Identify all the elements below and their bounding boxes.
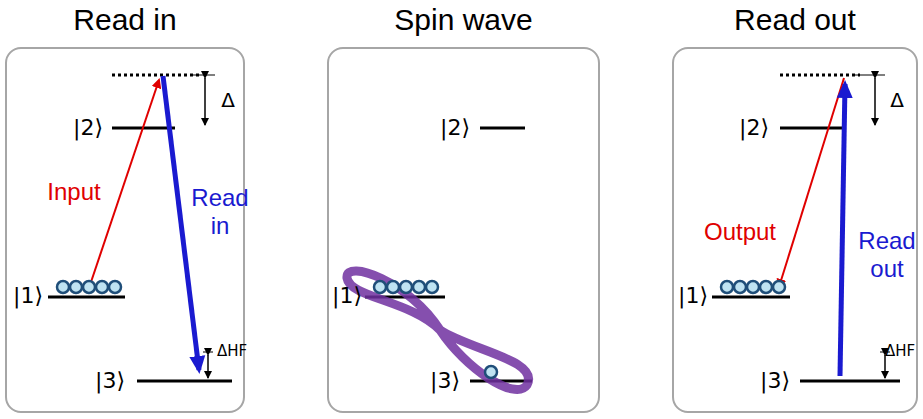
panel-frame xyxy=(327,47,600,413)
atom-circles xyxy=(374,281,497,378)
panel: Spin wave xyxy=(327,2,600,413)
state-label: |3⟩ xyxy=(95,368,125,393)
state-label: |1⟩ xyxy=(13,283,43,308)
panel-heading: Read in xyxy=(5,2,245,38)
hyperfine-label: ΔHF xyxy=(217,343,247,360)
state-label: |1⟩ xyxy=(332,283,362,308)
state-label: |2⟩ xyxy=(73,115,103,140)
output-label: Output xyxy=(704,218,776,246)
state-label: |2⟩ xyxy=(739,115,769,140)
control-label: Read in xyxy=(190,184,250,239)
panel: Read out xyxy=(672,2,918,413)
atom-circles xyxy=(57,281,121,293)
hyperfine-label: ΔHF xyxy=(885,343,915,360)
panel-frame xyxy=(5,47,245,413)
state-label: |1⟩ xyxy=(678,283,708,308)
spin-wave-levels xyxy=(347,128,532,389)
control-label: Read out xyxy=(857,227,917,282)
detuning-label: Δ xyxy=(890,89,904,112)
read-in-levels xyxy=(48,75,232,381)
detuning-label: Δ xyxy=(221,89,235,112)
state-label: |2⟩ xyxy=(440,115,470,140)
state-label: |3⟩ xyxy=(430,368,460,393)
panel-heading: Spin wave xyxy=(327,2,600,38)
input-label: Input xyxy=(47,178,100,206)
state-label: |3⟩ xyxy=(760,368,790,393)
panel-heading: Read out xyxy=(672,2,918,38)
atom-circles xyxy=(721,281,785,293)
